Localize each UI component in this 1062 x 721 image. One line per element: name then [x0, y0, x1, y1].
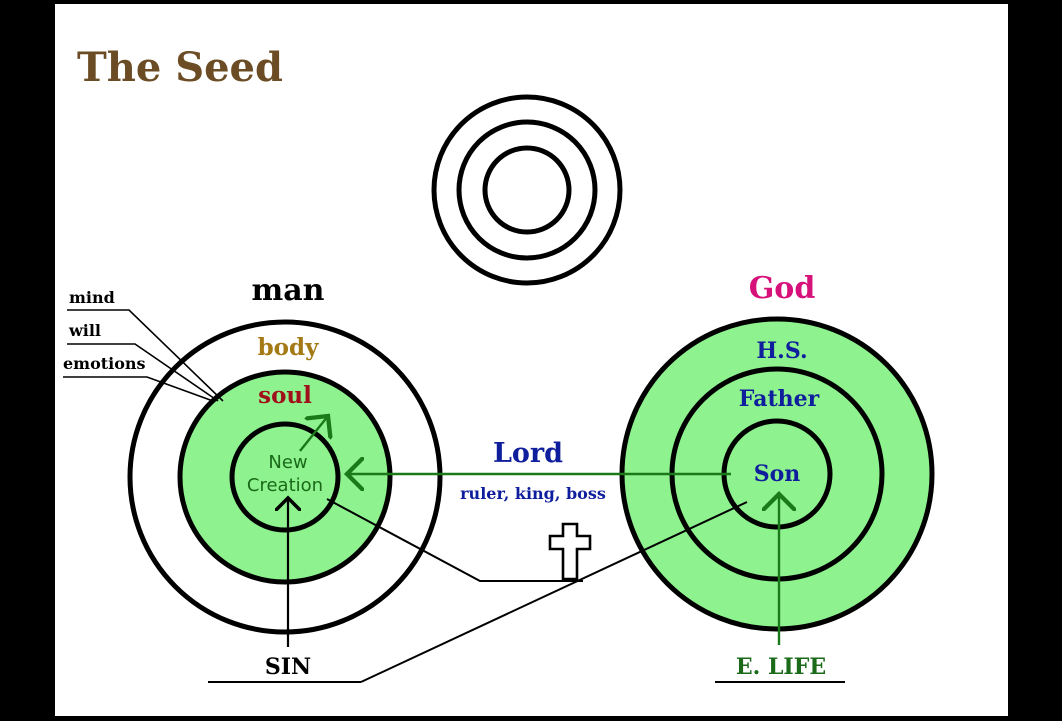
- body-label: body: [258, 334, 320, 361]
- emotions-leader: [63, 376, 214, 402]
- new-creation-label-1: New: [268, 452, 307, 473]
- sin-label: SIN: [265, 654, 311, 680]
- father-label: Father: [739, 386, 820, 412]
- soul-label: soul: [258, 382, 312, 409]
- son-label: Son: [754, 461, 801, 487]
- new-creation-label-2: Creation: [247, 475, 323, 496]
- growth-arrow: [299, 416, 328, 452]
- lord-label: Lord: [493, 438, 563, 469]
- sin-to-son-line: [360, 501, 748, 683]
- diagram: The Seed man body soul New Creation mind…: [63, 44, 935, 683]
- man-heading: man: [252, 273, 325, 308]
- will-leader: [67, 343, 219, 402]
- mind-label: mind: [69, 288, 115, 307]
- god-heading: God: [749, 271, 816, 306]
- man-side-labels: mind will emotions: [63, 288, 224, 402]
- man-inner-ring: [229, 421, 341, 533]
- emotions-label: emotions: [63, 354, 146, 373]
- slide: The Seed man body soul New Creation mind…: [55, 4, 1008, 716]
- lord-sublabel: ruler, king, boss: [460, 484, 606, 503]
- mind-leader: [67, 309, 224, 402]
- elife-label: E. LIFE: [736, 654, 826, 680]
- will-label: will: [68, 321, 101, 340]
- seed-symbol: [431, 94, 623, 286]
- cross-connector: [326, 498, 583, 582]
- cross-icon: [548, 522, 592, 581]
- page-title: The Seed: [77, 44, 283, 91]
- hs-label: H.S.: [756, 338, 807, 364]
